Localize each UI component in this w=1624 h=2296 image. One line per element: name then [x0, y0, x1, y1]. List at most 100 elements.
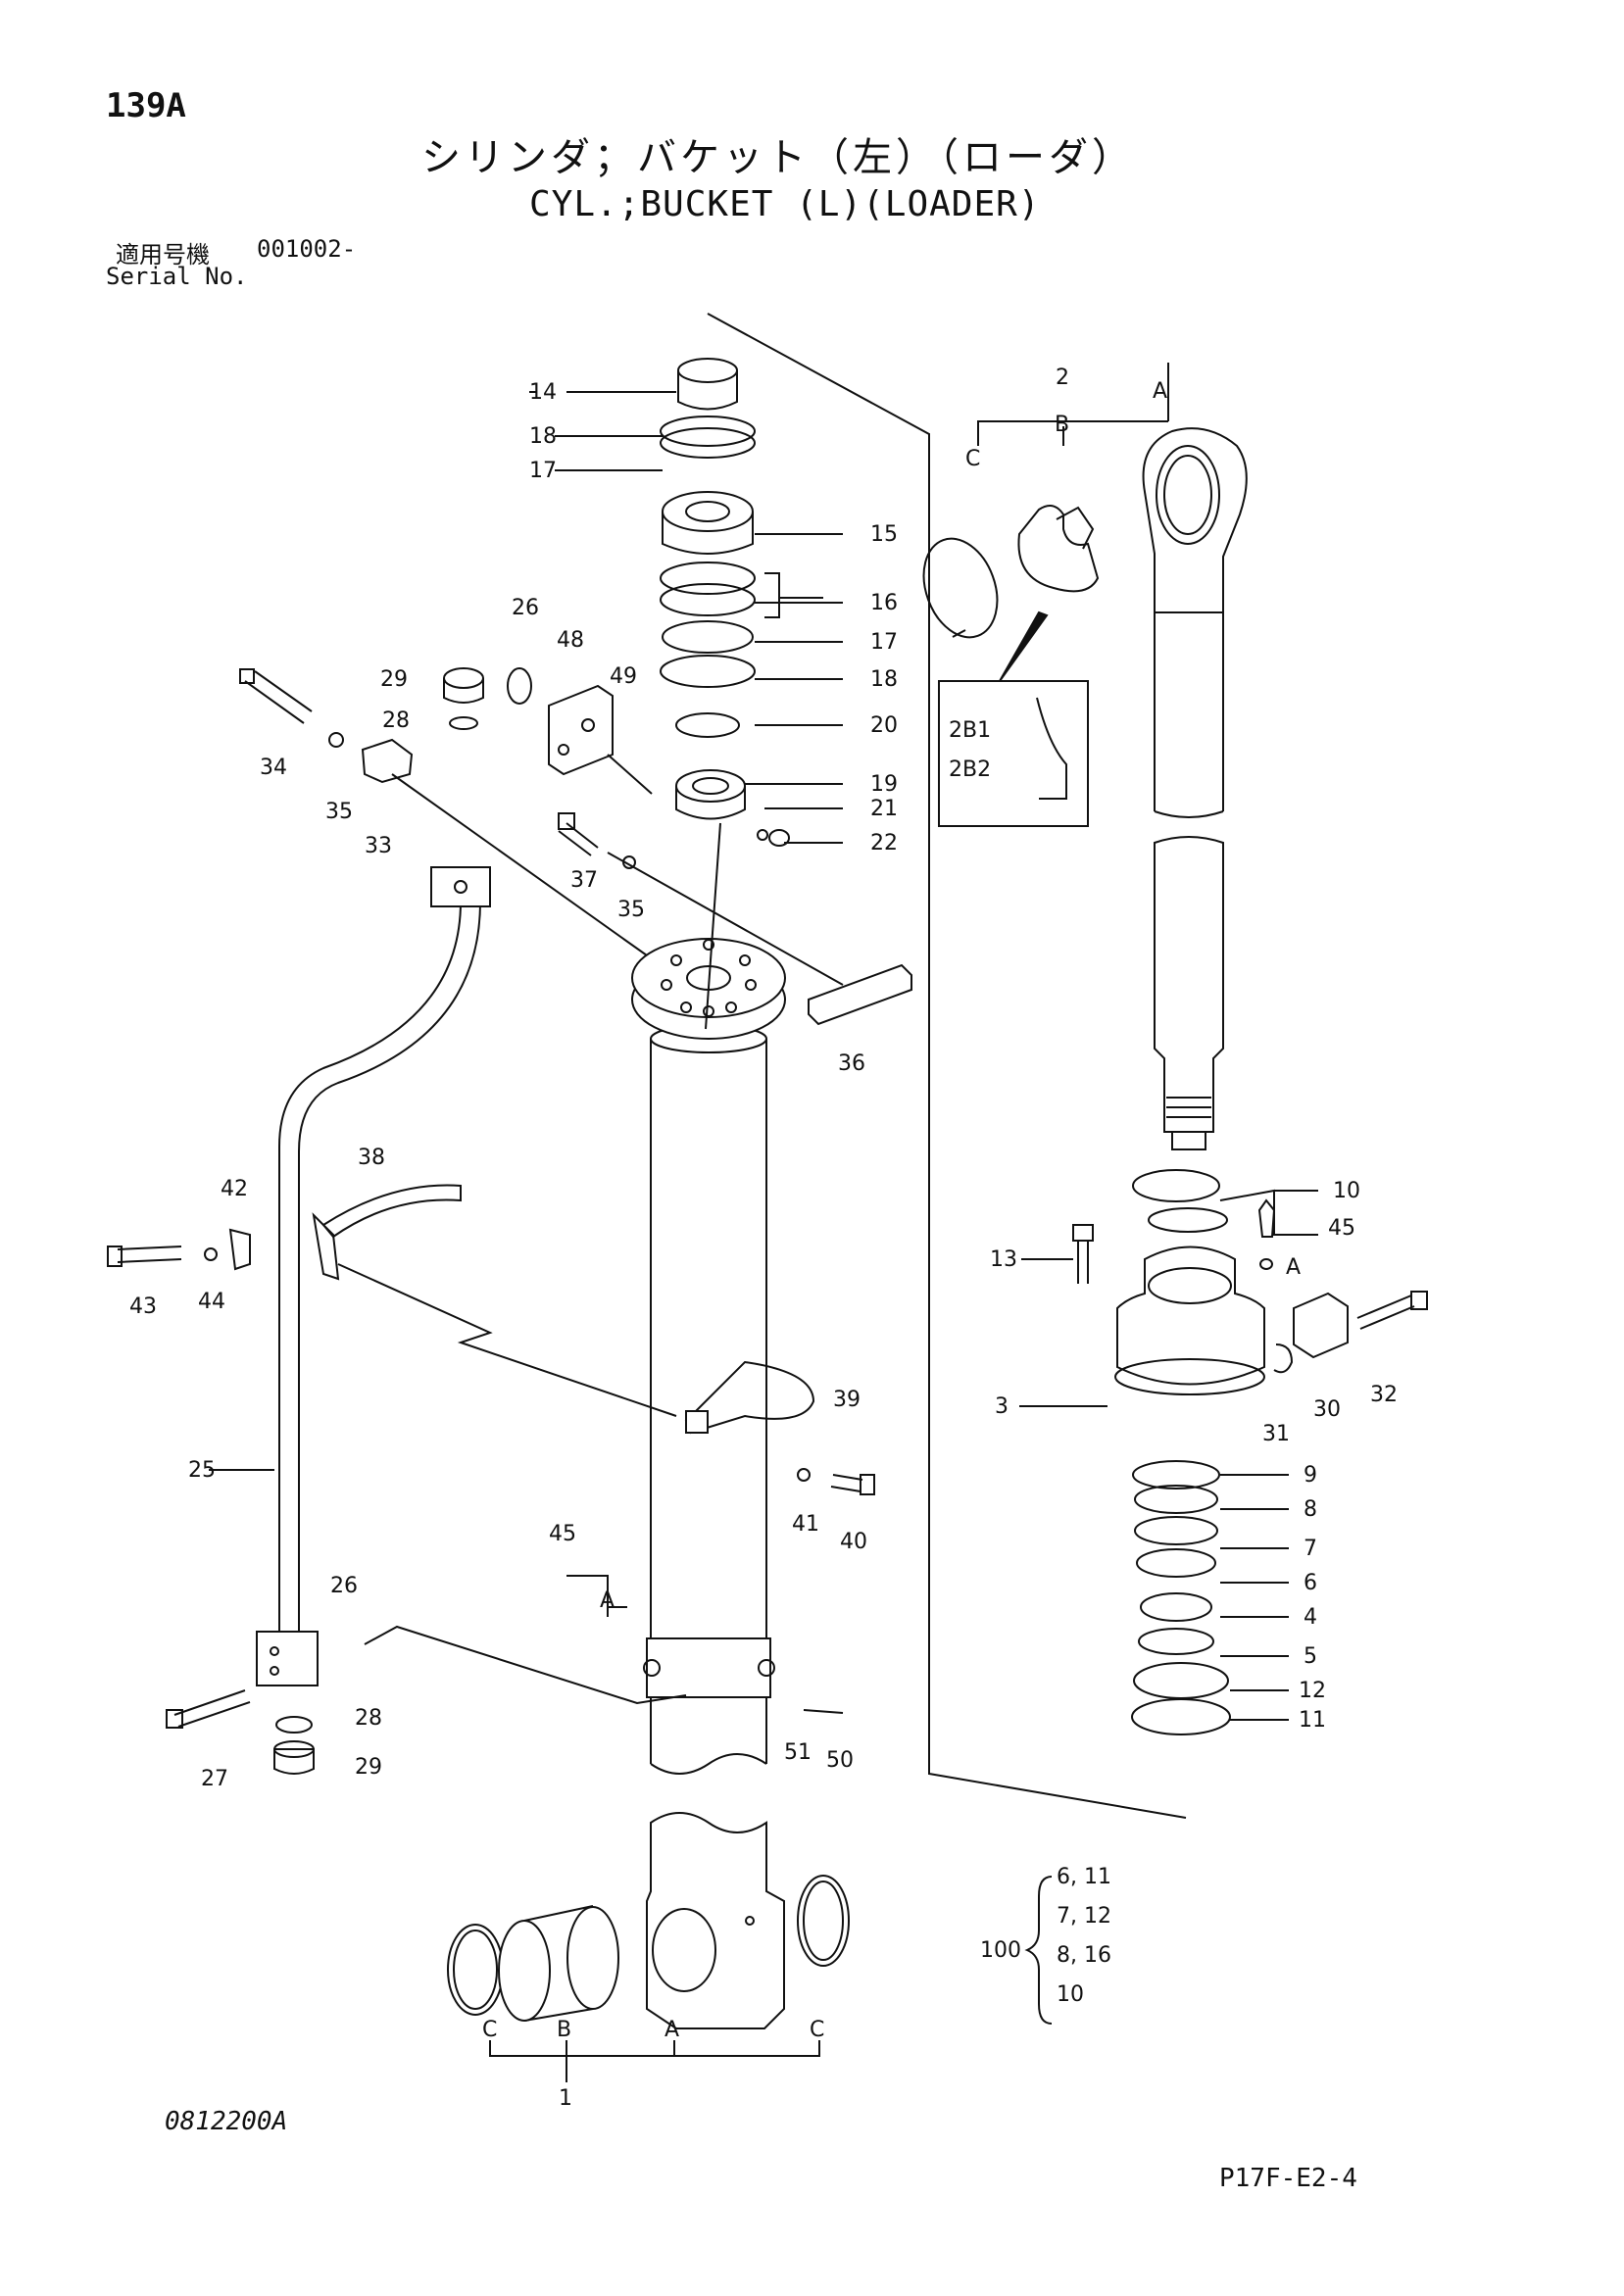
callout-a-bottom: A — [664, 2018, 679, 2042]
plug-29-bottom — [273, 1716, 315, 1775]
callout-35a: 35 — [325, 800, 353, 824]
pipe-25 — [256, 866, 491, 1686]
callout-27: 27 — [201, 1767, 228, 1791]
block-48 — [507, 667, 653, 795]
bracket-assembly-2 — [977, 363, 1169, 446]
callout-16: 16 — [870, 591, 898, 615]
callout-11: 11 — [1299, 1708, 1326, 1733]
callout-31: 31 — [1262, 1422, 1290, 1446]
callout-32: 32 — [1370, 1383, 1398, 1407]
callout-4: 4 — [1304, 1605, 1317, 1630]
bolt-27 — [166, 1689, 251, 1729]
callout-49: 49 — [610, 664, 637, 689]
callout-42: 42 — [221, 1177, 248, 1201]
rod-bushing — [922, 505, 1100, 639]
plug-29-top — [443, 667, 484, 730]
plug-30 — [1293, 1291, 1428, 1359]
callout-29b: 29 — [355, 1755, 382, 1780]
callout-3: 3 — [995, 1394, 1009, 1419]
callout-38: 38 — [358, 1146, 385, 1170]
callout-45b: 45 — [1328, 1216, 1355, 1241]
callout-50: 50 — [826, 1748, 854, 1773]
callout-44: 44 — [198, 1290, 225, 1314]
title-japanese: シリンダ；バケット（左）（ローダ） — [421, 135, 1135, 180]
callout-a-rod: A — [1153, 379, 1167, 404]
callout-20: 20 — [870, 713, 898, 738]
callout-b-rod: B — [1055, 413, 1069, 437]
callout-18a: 18 — [529, 424, 557, 449]
kit-item-1: 6, 11 — [1057, 1865, 1111, 1889]
callout-6: 6 — [1304, 1571, 1317, 1595]
page-code: P17F-E2-4 — [1219, 2164, 1357, 2193]
callout-22: 22 — [870, 831, 898, 855]
clamp-39 — [684, 1360, 815, 1435]
callout-c-bottom-right: C — [810, 2018, 824, 2042]
bolt-13 — [1072, 1224, 1094, 1284]
strip-36 — [808, 963, 912, 1026]
callout-36: 36 — [838, 1051, 865, 1076]
callout-2b2: 2B2 — [949, 757, 991, 782]
callout-2b1: 2B1 — [949, 718, 991, 743]
bolt-43 — [107, 1228, 251, 1271]
callout-45a: 45 — [549, 1522, 576, 1546]
callout-a-head: A — [1286, 1255, 1301, 1280]
callout-5: 5 — [1304, 1644, 1317, 1669]
callout-37: 37 — [570, 868, 598, 893]
cylinder-tube — [631, 938, 786, 1775]
kit-item-2: 7, 12 — [1057, 1904, 1111, 1929]
callout-40: 40 — [840, 1530, 867, 1554]
callout-9: 9 — [1304, 1463, 1317, 1488]
callout-39: 39 — [833, 1388, 861, 1412]
callout-35b: 35 — [617, 898, 645, 922]
kit-item-3: 8, 16 — [1057, 1943, 1111, 1968]
callout-c-bottom-left: C — [482, 2018, 497, 2042]
grease-fitting-45 — [1257, 1198, 1276, 1270]
callout-51: 51 — [784, 1740, 812, 1765]
callout-33: 33 — [365, 834, 392, 858]
callout-2: 2 — [1056, 366, 1069, 390]
callout-25: 25 — [188, 1458, 216, 1483]
callout-18b: 18 — [870, 667, 898, 692]
callout-43: 43 — [129, 1295, 157, 1319]
callout-21: 21 — [870, 797, 898, 821]
callout-17a: 17 — [529, 459, 557, 483]
callout-48: 48 — [557, 628, 584, 653]
callout-26a: 26 — [512, 596, 539, 620]
callout-30: 30 — [1313, 1397, 1341, 1422]
bolt-40 — [797, 1468, 875, 1495]
callout-41: 41 — [792, 1512, 819, 1537]
callout-12: 12 — [1299, 1679, 1326, 1703]
detail-box-2b — [938, 680, 1089, 827]
bracket-33 — [361, 738, 414, 784]
cylinder-head — [1114, 1207, 1294, 1395]
callout-13: 13 — [990, 1247, 1017, 1272]
bushing-and-seals — [447, 1875, 850, 2022]
drawing-number: 0812200A — [165, 2107, 288, 2136]
bolt-37 — [558, 812, 636, 869]
callout-34: 34 — [260, 756, 287, 780]
piston-rod — [1142, 427, 1248, 1150]
cylinder-bottom-eye — [646, 1812, 785, 2029]
kit-brace — [1024, 1876, 1053, 2025]
callout-29a: 29 — [380, 667, 408, 692]
kit-item-4: 10 — [1057, 1982, 1084, 2007]
callout-c-rod: C — [965, 447, 980, 471]
gland-stack — [660, 358, 790, 847]
callout-7: 7 — [1304, 1537, 1317, 1561]
title-english: CYL.;BUCKET (L)(LOADER) — [529, 184, 1041, 224]
serial-range: 001002- — [257, 235, 357, 263]
serial-label-japanese: 適用号機 — [116, 241, 210, 269]
clamp-38 — [312, 1184, 462, 1281]
callout-10: 10 — [1333, 1179, 1360, 1203]
bracket-assembly-1 — [489, 2040, 820, 2057]
callout-15: 15 — [870, 522, 898, 547]
kit-number: 100 — [980, 1938, 1021, 1963]
callout-26b: 26 — [330, 1574, 358, 1598]
callout-28a: 28 — [382, 708, 410, 733]
page-number: 139A — [106, 86, 186, 125]
seal-stack — [1131, 1169, 1231, 1735]
callout-14: 14 — [529, 380, 557, 405]
bolt-34 — [239, 668, 344, 748]
callout-b-bottom: B — [557, 2018, 571, 2042]
